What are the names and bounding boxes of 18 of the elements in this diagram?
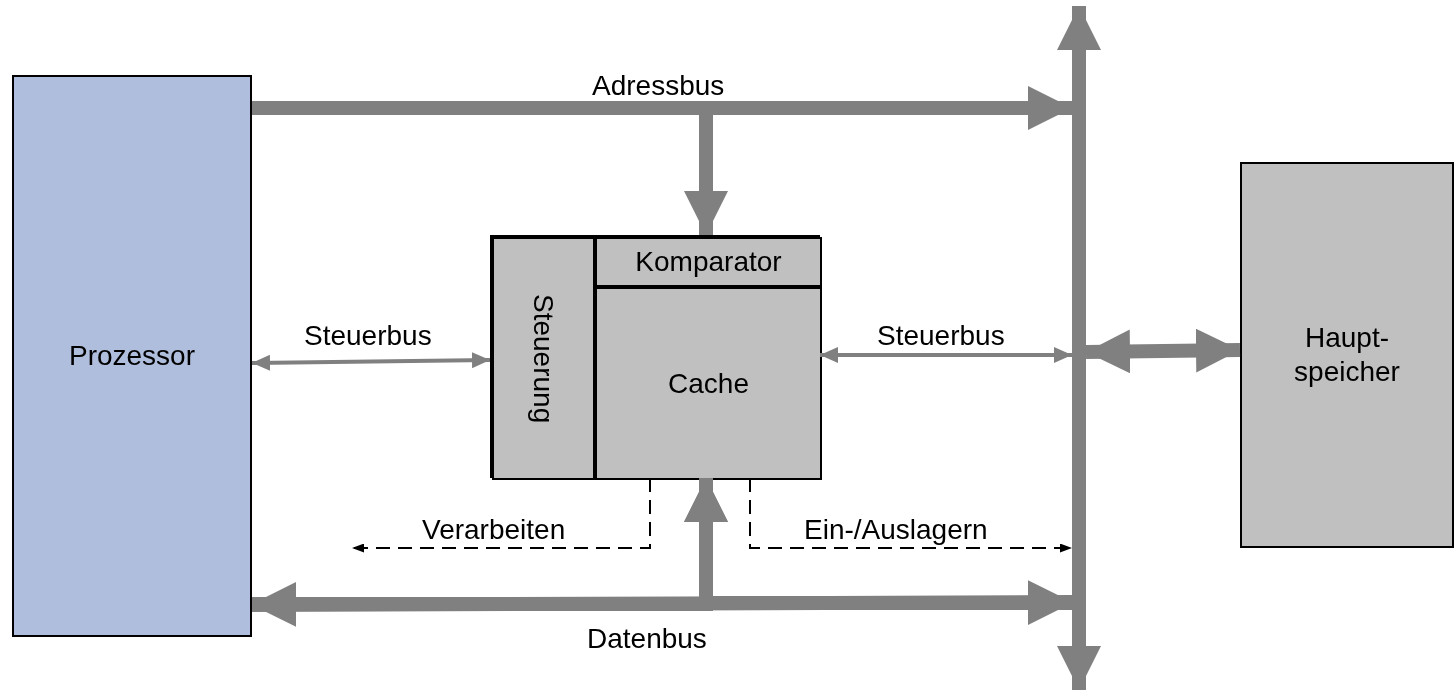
bus-arrow — [1057, 6, 1101, 110]
control-box — [492, 237, 595, 480]
bus-arrow — [251, 352, 491, 371]
cache-unit-box — [490, 235, 820, 478]
node-label: Prozessor — [68, 339, 195, 373]
dashed-arrow — [351, 477, 651, 553]
dashed-arrow — [749, 477, 1073, 553]
processor-box — [12, 75, 252, 637]
comparator-box — [595, 237, 822, 287]
bus-arrow — [1085, 328, 1241, 374]
node-label: Cache — [668, 366, 749, 401]
node-label: Haupt- speicher — [1293, 321, 1401, 389]
node-label: Komparator — [635, 245, 782, 279]
bus-arrow — [1057, 600, 1101, 690]
node-label: Steuerung — [527, 293, 561, 424]
main-memory-box — [1240, 162, 1454, 548]
cache-box — [595, 287, 822, 480]
bus-arrow — [820, 347, 1072, 363]
